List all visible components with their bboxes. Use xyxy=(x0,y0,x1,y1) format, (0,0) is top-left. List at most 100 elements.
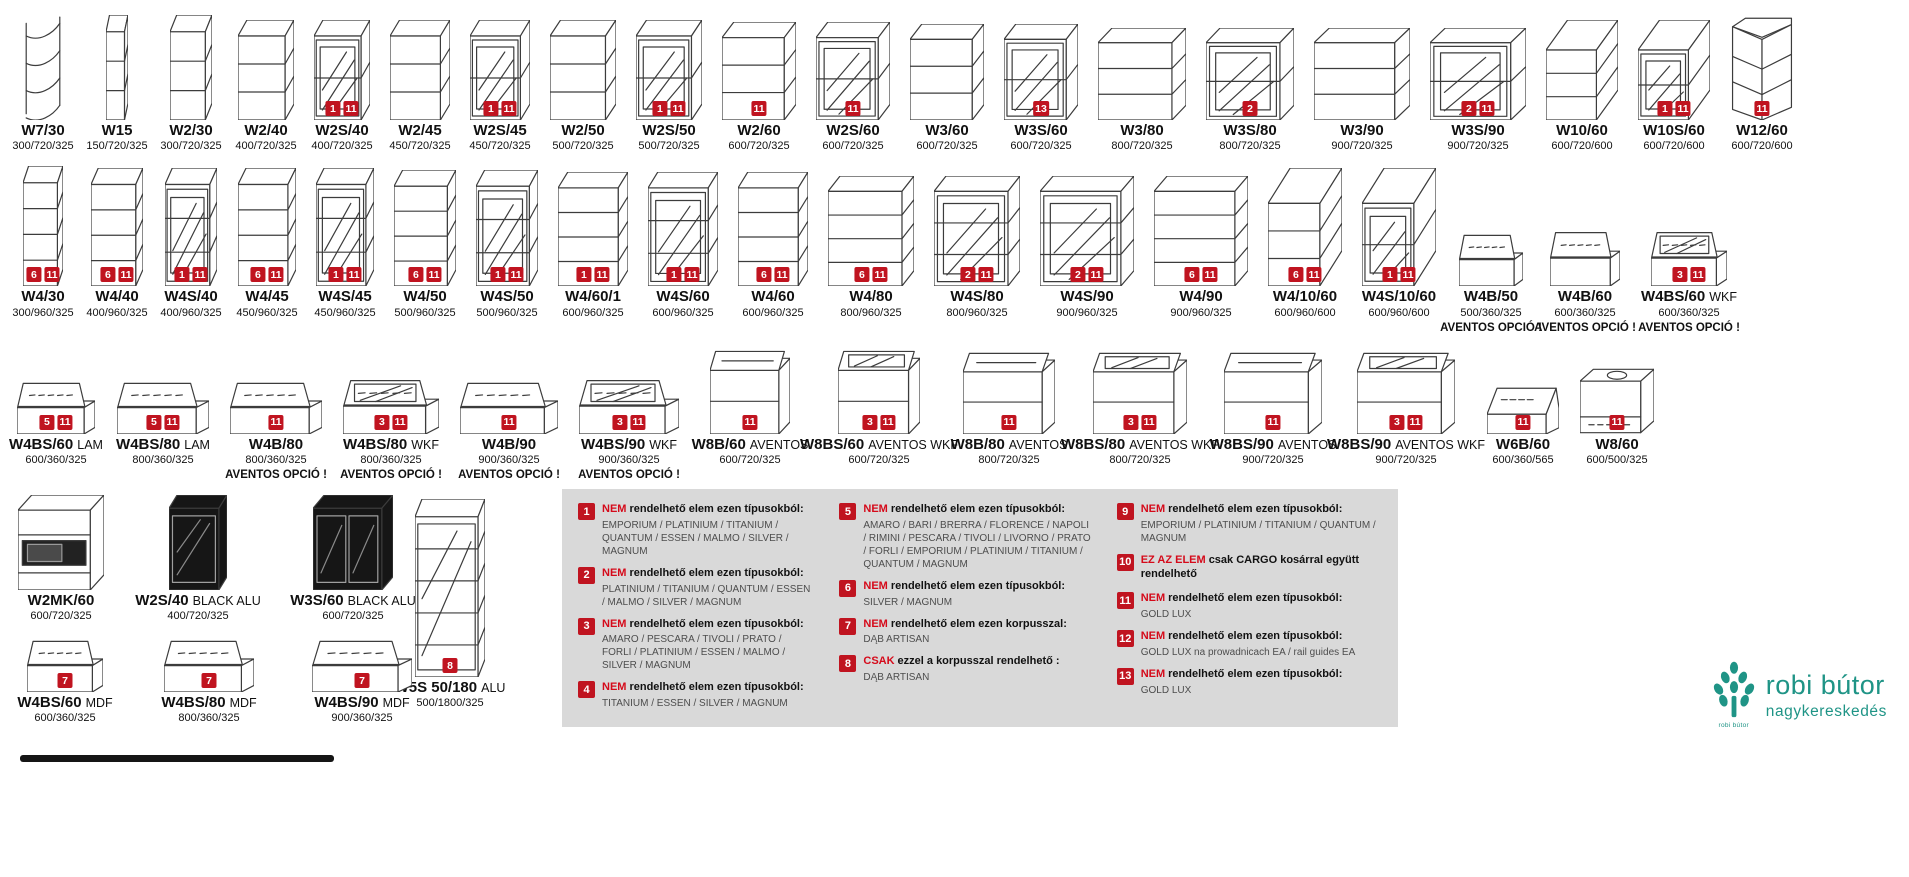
footnote-badge: 2 xyxy=(1461,101,1477,116)
cabinet-dimensions: 900/720/325 xyxy=(1242,453,1304,466)
cabinet-sketch xyxy=(23,15,63,120)
cabinet-sketch xyxy=(1487,382,1559,434)
cabinet-drawing xyxy=(1304,8,1420,120)
footnote-badge: 11 xyxy=(1265,414,1281,430)
cabinet-code-text: W4B/80 xyxy=(248,435,304,453)
cabinet-code-text: W3S/80 xyxy=(1223,122,1277,139)
badge-row: 7 xyxy=(354,673,370,689)
legend-keyword: NEM xyxy=(1140,667,1166,680)
cabinet-dimensions: 600/720/600 xyxy=(1551,140,1613,153)
footnote-badge: 6 xyxy=(854,267,870,283)
legend-rule-text: rendelhető elem ezen típusokból: xyxy=(890,579,1066,592)
legend-keyword: NEM xyxy=(602,681,627,694)
cabinet-drawing: 11 xyxy=(1720,8,1804,120)
cabinet-dimensions: 500/960/325 xyxy=(476,306,538,319)
footnote-badge: 11 xyxy=(1690,267,1706,283)
cabinet-dimensions: 900/720/325 xyxy=(1331,140,1393,153)
cabinet-drawing: 11 xyxy=(948,342,1070,434)
badge-row: 7 xyxy=(201,673,217,689)
cabinet-dimensions: 900/720/325 xyxy=(1375,453,1437,466)
cabinet-sketch xyxy=(1268,168,1342,287)
cabinet-code-text: W4BS/80 xyxy=(343,435,408,453)
cabinet-code-text: W2/40 xyxy=(244,122,288,139)
legend-keyword: NEM xyxy=(602,503,627,516)
cabinet-code-text: W3S/90 xyxy=(1451,122,1505,139)
cabinet-sketch xyxy=(1580,368,1654,434)
cabinet-code-text: W8BS/90 xyxy=(1209,435,1274,453)
legend-type-list: DĄB ARTISAN xyxy=(863,634,930,646)
cabinet-code: W3/60 xyxy=(925,122,968,139)
badge-row: 2 xyxy=(1242,101,1258,116)
cabinet-sketch xyxy=(1459,231,1523,287)
cabinet-drawing xyxy=(1088,8,1196,120)
cabinet-dimensions: 600/960/325 xyxy=(742,306,804,319)
cabinet-dimensions: 900/960/325 xyxy=(1056,306,1118,319)
legend-number-badge: 5 xyxy=(839,503,857,521)
footnote-badge: 1 xyxy=(652,101,668,116)
cabinet-dimensions: 600/720/325 xyxy=(728,140,790,153)
cabinet-dimensions: 600/500/325 xyxy=(1586,453,1648,466)
legend-type-list: EMPORIUM / PLATINIUM / TITANIUM / QUANTU… xyxy=(602,519,789,557)
cabinet-dimensions: 400/720/325 xyxy=(167,610,229,623)
aventos-option-note: AVENTOS OPCIÓ ! xyxy=(578,469,680,482)
footnote-badge: 11 xyxy=(346,267,362,283)
footnote-badge: 11 xyxy=(978,267,994,283)
footnote-badge: 11 xyxy=(426,267,442,283)
legend-type-list: GOLD LUX xyxy=(1140,609,1192,621)
legend-rule-text: rendelhető elem ezen típusokból: xyxy=(629,566,804,579)
footnote-badge: 1 xyxy=(1382,267,1398,283)
cabinet-code-text: W2/30 xyxy=(169,122,213,139)
footnote-badge: 1 xyxy=(325,101,341,116)
legend-number-badge: 2 xyxy=(578,566,595,584)
badge-row: 8 xyxy=(442,658,458,674)
brand-subtitle: nagykereskedés xyxy=(1765,702,1887,720)
cabinet-variant-suffix: MDF xyxy=(85,696,113,711)
aventos-option-note: AVENTOS OPCIÓ ! xyxy=(458,469,560,482)
legend-number-badge: 3 xyxy=(578,617,595,635)
cabinet-dimensions: 500/720/325 xyxy=(638,140,700,153)
cabinet-sketch xyxy=(165,168,217,287)
cabinet-dimensions: 600/360/325 xyxy=(1658,306,1720,319)
cabinet-sketch xyxy=(1098,28,1186,120)
footnote-badge: 11 xyxy=(501,414,517,430)
footnote-badge: 7 xyxy=(354,673,370,689)
cabinet-code: W2/60 xyxy=(737,122,780,139)
footnote-badge: 11 xyxy=(1407,414,1423,430)
legend-type-list: AMARO / BARI / BRERRA / FLORENCE / NAPOL… xyxy=(863,519,1091,570)
brand-name: robi bútor xyxy=(1765,669,1885,700)
legend-number-badge: 13 xyxy=(1116,667,1134,685)
cabinet-variant-suffix: MDF xyxy=(382,696,410,711)
footnote-badge: 11 xyxy=(508,267,524,283)
